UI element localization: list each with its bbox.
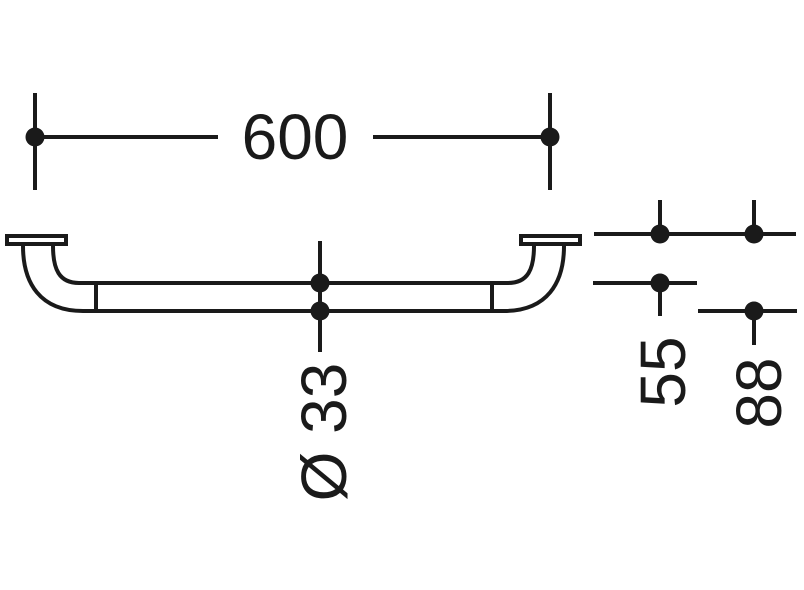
dot-55-upper [650, 224, 670, 244]
dot-88-upper [744, 224, 764, 244]
dimension-dots [25, 127, 764, 321]
dot-length-left [25, 127, 45, 147]
left-flange [5, 234, 68, 246]
right-flange [519, 234, 582, 246]
label-length: 600 [242, 101, 349, 173]
dot-diameter-top [310, 273, 330, 293]
label-offset-bottom: 88 [723, 357, 795, 428]
grab-bar-outline [5, 234, 582, 313]
dimension-offsets [593, 200, 797, 345]
tube-outer-contour [21, 245, 566, 313]
label-diameter: Ø 33 [288, 363, 360, 502]
dimension-labels: 600 Ø 33 55 88 [242, 101, 795, 501]
dot-88-lower [744, 301, 764, 321]
tube-inner-contour [51, 245, 536, 285]
dot-55-lower [650, 273, 670, 293]
dot-diameter-bottom [310, 301, 330, 321]
dot-length-right [540, 127, 560, 147]
drawing-linework [5, 93, 797, 352]
label-offset-top: 55 [627, 336, 699, 407]
